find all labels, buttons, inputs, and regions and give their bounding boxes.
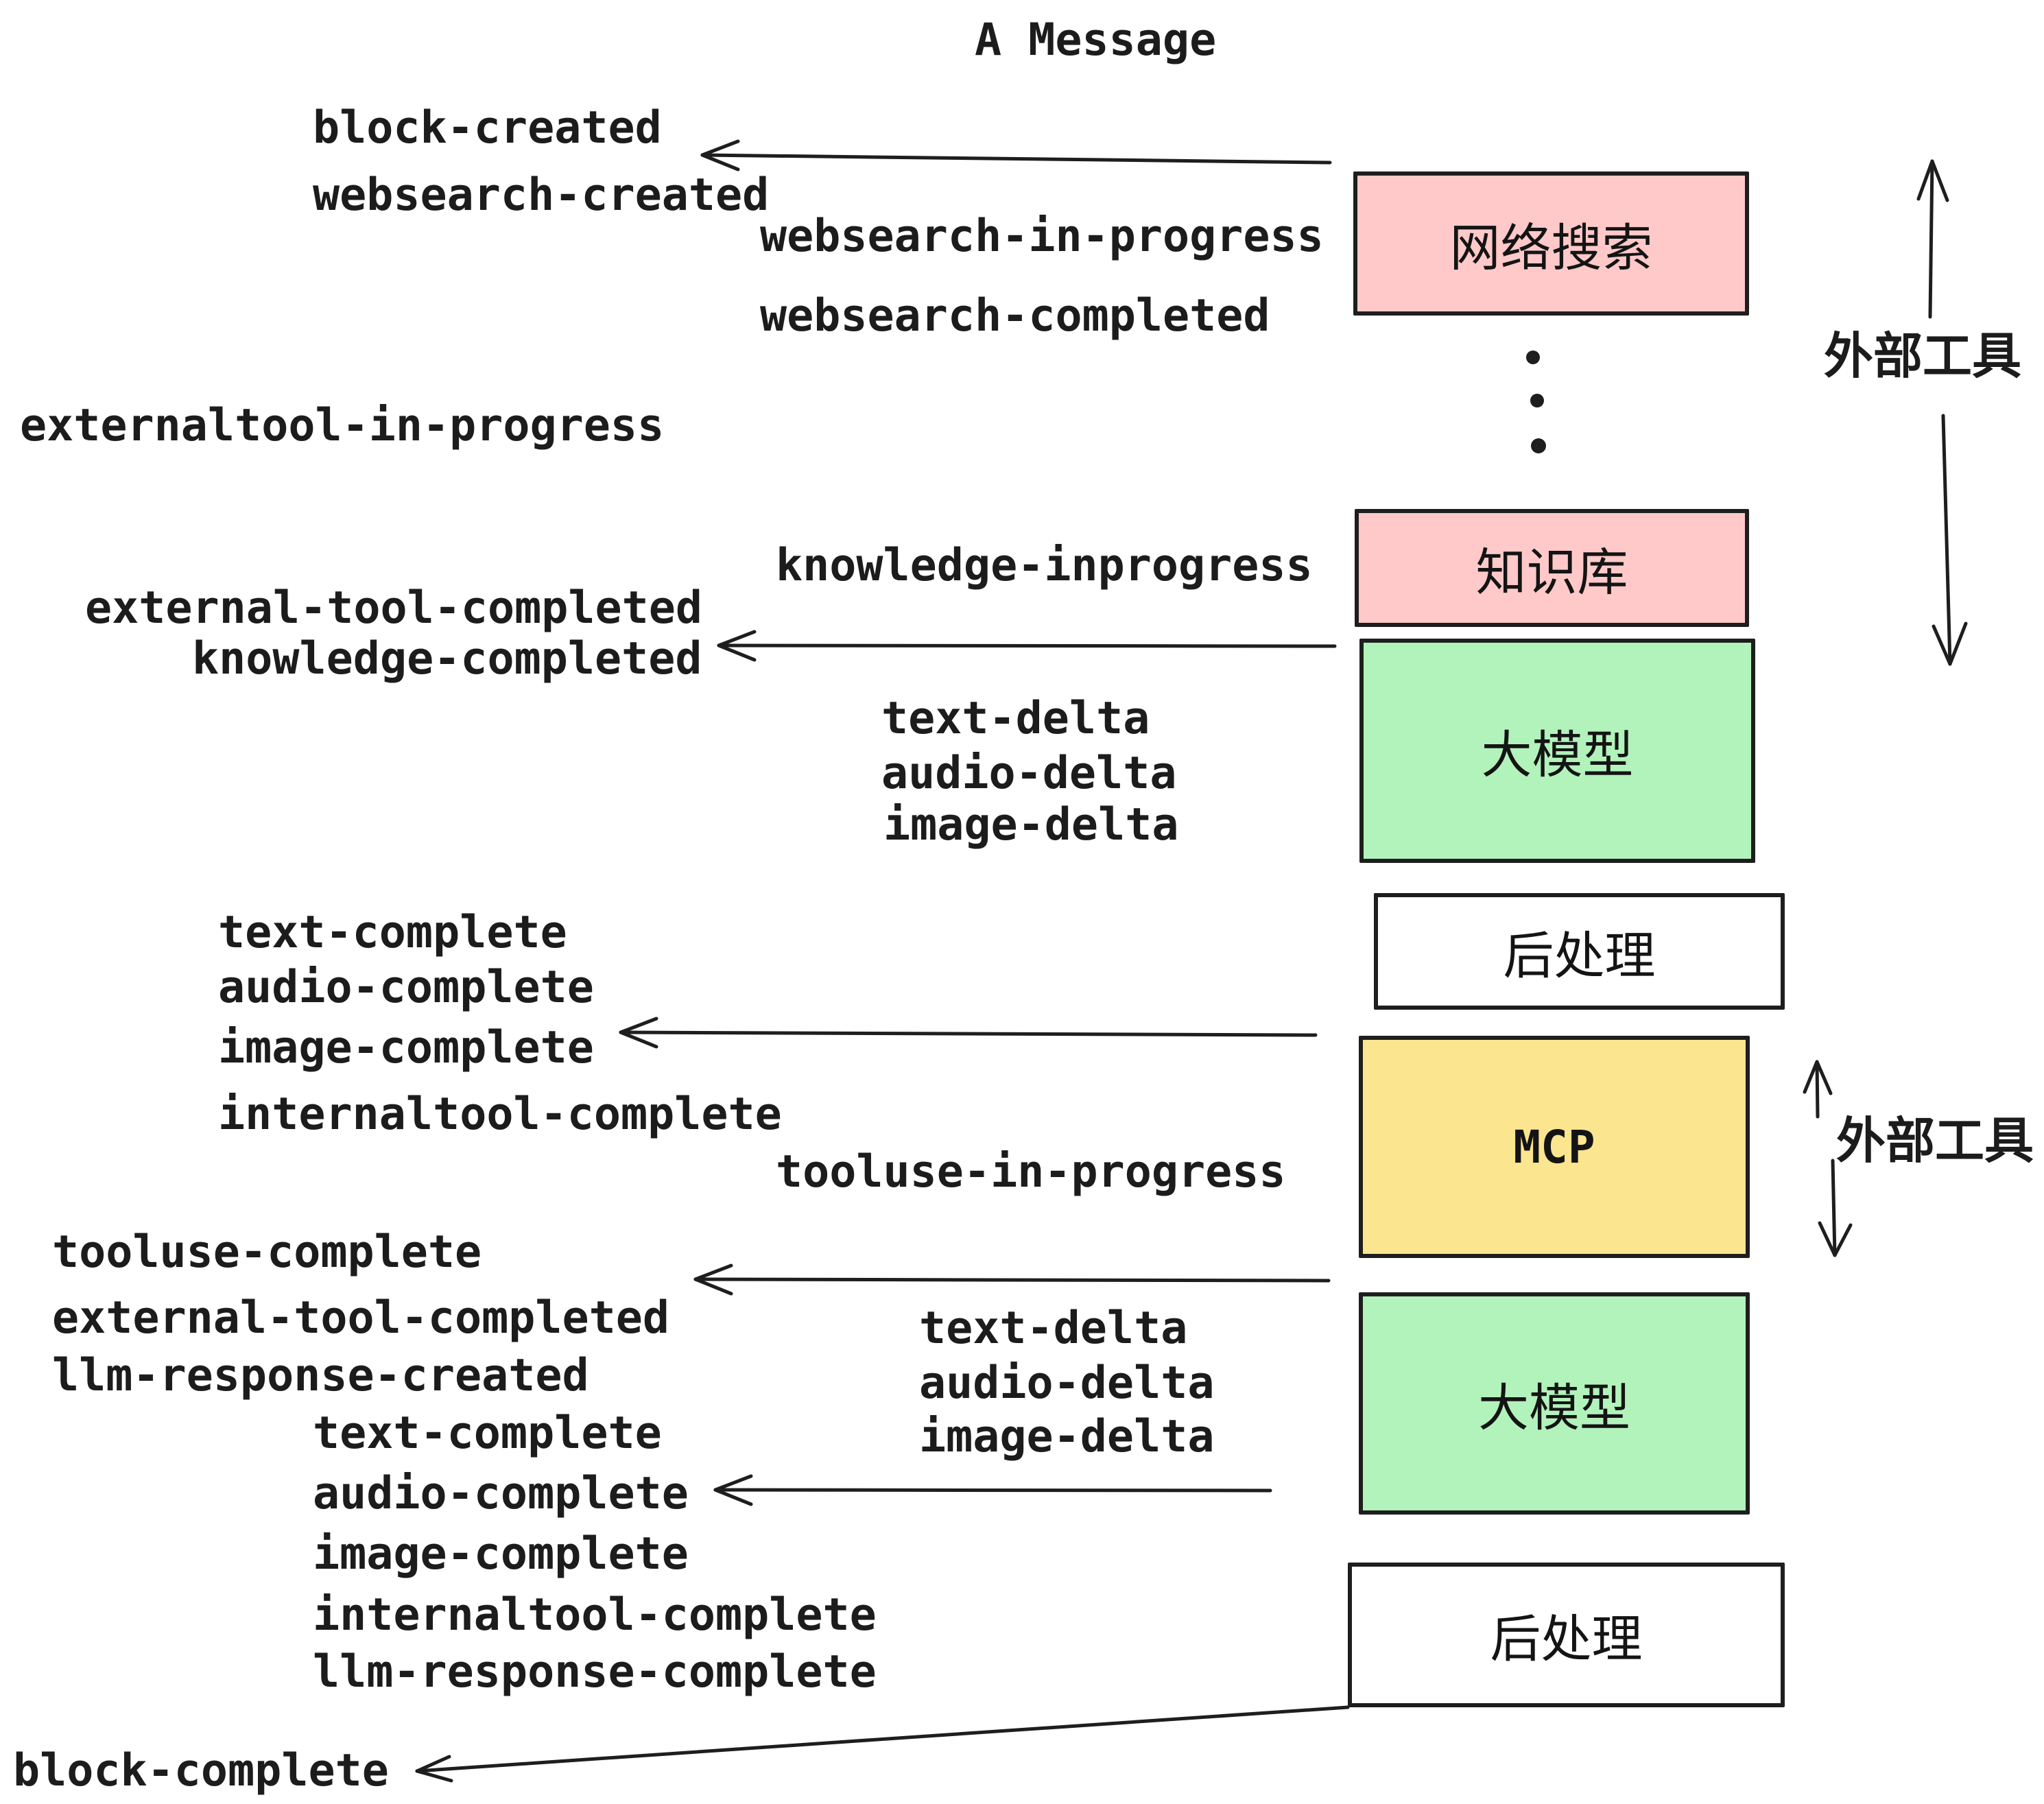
event-image-complete-2: image-complete [313, 1528, 689, 1580]
box-llm-2: 大模型 [1359, 1292, 1750, 1515]
event-tooluse-in-progress: tooluse-in-progress [776, 1146, 1286, 1198]
event-llm-response-created: llm-response-created [52, 1350, 589, 1401]
event-audio-complete-2: audio-complete [313, 1468, 689, 1519]
event-text-complete-2: text-complete [313, 1408, 662, 1459]
event-block-created: block-created [313, 102, 662, 154]
event-audio-delta-2: audio-delta [919, 1357, 1215, 1409]
event-text-delta-2: text-delta [919, 1303, 1188, 1354]
box-post-process-1: 后处理 [1374, 893, 1785, 1010]
event-image-complete-1: image-complete [218, 1022, 594, 1073]
event-internaltool-complete-2: internaltool-complete [313, 1589, 877, 1641]
diagram-title: A Message [975, 14, 1217, 66]
event-externaltool-in-progress: externaltool-in-progress [20, 400, 665, 451]
box-web-search-label: 网络搜索 [1449, 218, 1653, 278]
event-external-tool-completed-2: external-tool-completed [52, 1292, 670, 1344]
event-websearch-created: websearch-created [313, 169, 770, 221]
box-knowledge-base-label: 知识库 [1475, 543, 1628, 602]
box-post-process-1-label: 后处理 [1503, 926, 1656, 986]
event-llm-response-complete: llm-response-complete [313, 1646, 877, 1698]
event-text-complete-1: text-complete [218, 907, 567, 958]
external-tools-down-arrow-2 [1818, 1159, 1853, 1257]
box-post-process-2: 后处理 [1348, 1563, 1785, 1707]
box-llm-1-label: 大模型 [1481, 726, 1634, 785]
box-llm-1: 大模型 [1359, 639, 1755, 863]
box-knowledge-base: 知识库 [1355, 509, 1749, 627]
event-tooluse-complete: tooluse-complete [52, 1226, 482, 1278]
arrow-to-block-created [700, 139, 1332, 171]
event-text-delta-1: text-delta [881, 693, 1150, 744]
arrow-to-tooluse-complete [693, 1263, 1331, 1296]
external-tools-annotation-2: 外部工具 [1836, 1112, 2034, 1170]
event-audio-delta-1: audio-delta [881, 748, 1177, 799]
event-block-complete: block-complete [13, 1745, 389, 1796]
arrow-to-audio-complete [713, 1474, 1272, 1506]
event-websearch-in-progress: websearch-in-progress [760, 211, 1324, 262]
arrow-to-image-complete [619, 1017, 1318, 1049]
event-websearch-completed: websearch-completed [760, 290, 1270, 342]
box-post-process-2-label: 后处理 [1490, 1610, 1643, 1669]
event-knowledge-inprogress: knowledge-inprogress [776, 540, 1313, 591]
box-web-search: 网络搜索 [1353, 171, 1749, 316]
event-image-delta-1: image-delta [883, 799, 1179, 851]
event-external-tool-completed: external-tool-completed [85, 582, 703, 634]
arrow-to-knowledge-completed [717, 630, 1337, 662]
event-audio-complete-1: audio-complete [218, 962, 594, 1013]
box-mcp-label: MCP [1513, 1120, 1595, 1174]
box-mcp: MCP [1359, 1036, 1750, 1258]
vertical-ellipsis-dots [1526, 351, 1546, 453]
event-knowledge-completed: knowledge-completed [192, 633, 702, 685]
external-tools-down-arrow-1 [1932, 414, 1968, 666]
external-tools-annotation-1: 外部工具 [1824, 327, 2022, 385]
event-internaltool-complete-1: internaltool-complete [218, 1089, 782, 1140]
external-tools-up-arrow-2 [1803, 1060, 1833, 1119]
external-tools-up-arrow-1 [1916, 159, 1949, 319]
box-llm-2-label: 大模型 [1478, 1378, 1630, 1438]
event-image-delta-2: image-delta [919, 1411, 1215, 1462]
arrow-to-block-complete [415, 1705, 1350, 1783]
